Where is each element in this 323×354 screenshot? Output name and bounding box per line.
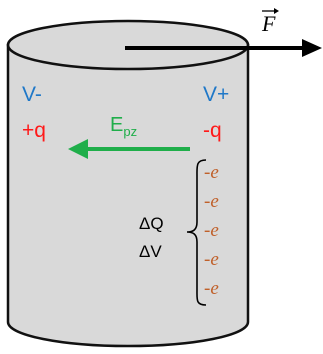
electron-label: -e [204, 191, 219, 212]
electron-label: -e [204, 220, 219, 241]
delta-v-label: ΔV [139, 242, 162, 261]
electron-label: -e [204, 278, 219, 299]
right-charge-label: -q [203, 119, 222, 142]
delta-q-label: ΔQ [139, 214, 164, 233]
electron-label: -e [204, 162, 219, 183]
left-charge-label: +q [22, 119, 46, 142]
electron-label: -e [204, 249, 219, 270]
force-label: F [261, 8, 279, 36]
cylinder-top [8, 21, 248, 69]
svg-text:F: F [261, 11, 276, 36]
left-potential-label: V- [22, 83, 42, 106]
right-potential-label: V+ [203, 83, 229, 106]
